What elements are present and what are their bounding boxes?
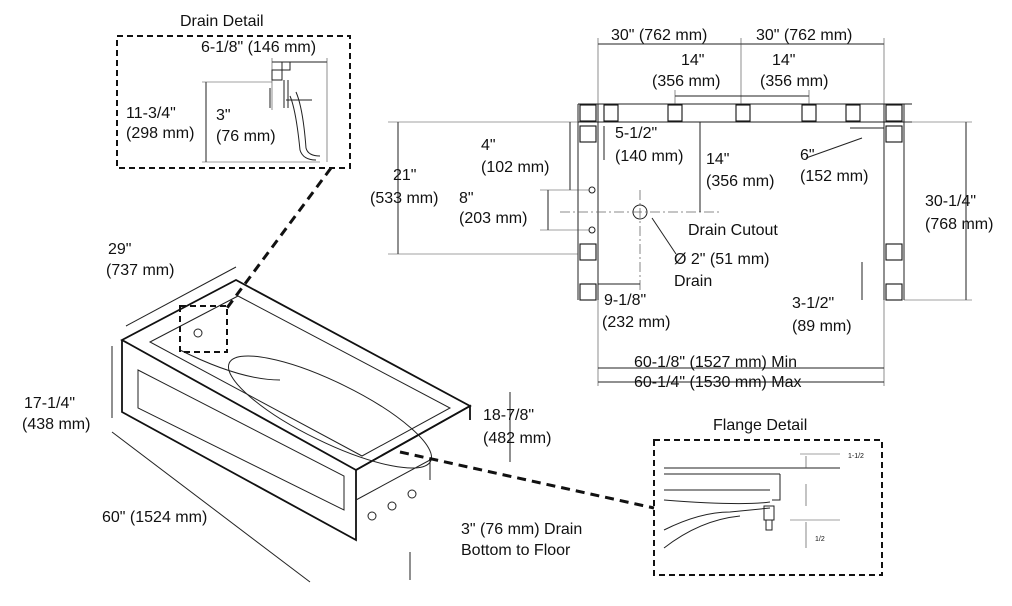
drain-callout-box: [179, 305, 228, 353]
stud-left-mm: (356 mm): [652, 73, 720, 90]
length-dimension-line: [111, 431, 311, 583]
drain-inner-mm: (76 mm): [216, 128, 276, 145]
dim-9-mm: (232 mm): [602, 314, 670, 331]
min-length-label: 60-1/8" (1527 mm) Min: [634, 354, 797, 371]
plan-top-dimension-lines: [597, 38, 885, 104]
drain-detail-leader: [225, 167, 333, 309]
dim-14-mm: (356 mm): [706, 173, 774, 190]
stud-left-inches: 14": [681, 52, 704, 69]
plan-view: 30" (762 mm) 30" (762 mm) 14" (356 mm) 1…: [370, 27, 993, 391]
drain-detail: Drain Detail 6-1/8" (146 mm) 11-3/4" (29…: [116, 13, 351, 169]
tub-width-inches: 29": [108, 241, 131, 258]
dim-8-mm: (203 mm): [459, 210, 527, 227]
flange-detail-drawing: [663, 453, 840, 549]
dim-4-mm: (102 mm): [481, 159, 549, 176]
width-dimension-line: [125, 266, 237, 327]
drain-height-inches: 11-3/4": [126, 105, 176, 122]
drain-cutout-label: Drain Cutout: [688, 222, 778, 239]
dim-6-mm: (152 mm): [800, 168, 868, 185]
tub-height-inches: 17-1/4": [24, 395, 75, 412]
drain-word-label: Drain: [674, 273, 712, 290]
flange-top-note: 1-1/2: [848, 453, 864, 460]
dim-6-inches: 6": [800, 147, 815, 164]
drain-top-dimension: 6-1/8" (146 mm): [201, 39, 316, 56]
plan-right-dimension-lines: [861, 121, 972, 301]
dim-30-inches: 30-1/4": [925, 193, 976, 210]
drain-diameter-label: Ø 2" (51 mm): [674, 251, 769, 268]
tub-width-mm: (737 mm): [106, 262, 174, 279]
dim-3-mm: (89 mm): [792, 318, 852, 335]
apron-height-mm: (482 mm): [483, 430, 551, 447]
drain-floor-line1: 3" (76 mm) Drain: [461, 521, 582, 538]
plan-bottom-dimension-lines: [597, 300, 885, 386]
drain-leader-line: [651, 217, 677, 255]
tub-isometric-view: 29" (737 mm) 17-1/4" (438 mm) 60" (1524 …: [22, 241, 582, 583]
flange-detail: Flange Detail 1-1/2 1/2: [653, 417, 883, 576]
flange-detail-frame: [653, 439, 883, 576]
apron-height-inches: 18-7/8": [483, 407, 534, 424]
plan-top-left-dimension: 30" (762 mm): [611, 27, 707, 44]
stud-right-mm: (356 mm): [760, 73, 828, 90]
drain-inner-inches: 3": [216, 107, 231, 124]
dim-21-inches: 21": [393, 167, 416, 184]
tub-drawing: [120, 278, 472, 542]
drain-detail-title: Drain Detail: [180, 13, 264, 30]
dim-14-inches: 14": [706, 151, 729, 168]
tub-height-mm: (438 mm): [22, 416, 90, 433]
dim-5-inches: 5-1/2": [615, 125, 657, 142]
stud-right-inches: 14": [772, 52, 795, 69]
drain-height-mm: (298 mm): [126, 125, 194, 142]
max-length-label: 60-1/4" (1530 mm) Max: [634, 374, 802, 391]
plan-framing: [560, 103, 912, 301]
plan-left-dimension-lines: [388, 121, 884, 255]
dim-30-mm: (768 mm): [925, 216, 993, 233]
dim-4-inches: 4": [481, 137, 496, 154]
dim-21-mm: (533 mm): [370, 190, 438, 207]
drain-floor-line2: Bottom to Floor: [461, 542, 571, 559]
dim-8-inches: 8": [459, 190, 474, 207]
dim-3-inches: 3-1/2": [792, 295, 834, 312]
dim-5-mm: (140 mm): [615, 148, 683, 165]
plan-top-right-dimension: 30" (762 mm): [756, 27, 852, 44]
tub-length: 60" (1524 mm): [102, 509, 207, 526]
flange-detail-title: Flange Detail: [713, 417, 807, 434]
drain-detail-frame: [116, 35, 351, 169]
drain-detail-drawing: [202, 58, 328, 163]
flange-bottom-note: 1/2: [815, 536, 825, 543]
dim-9-inches: 9-1/8": [604, 292, 646, 309]
flange-detail-leader: [399, 450, 655, 510]
